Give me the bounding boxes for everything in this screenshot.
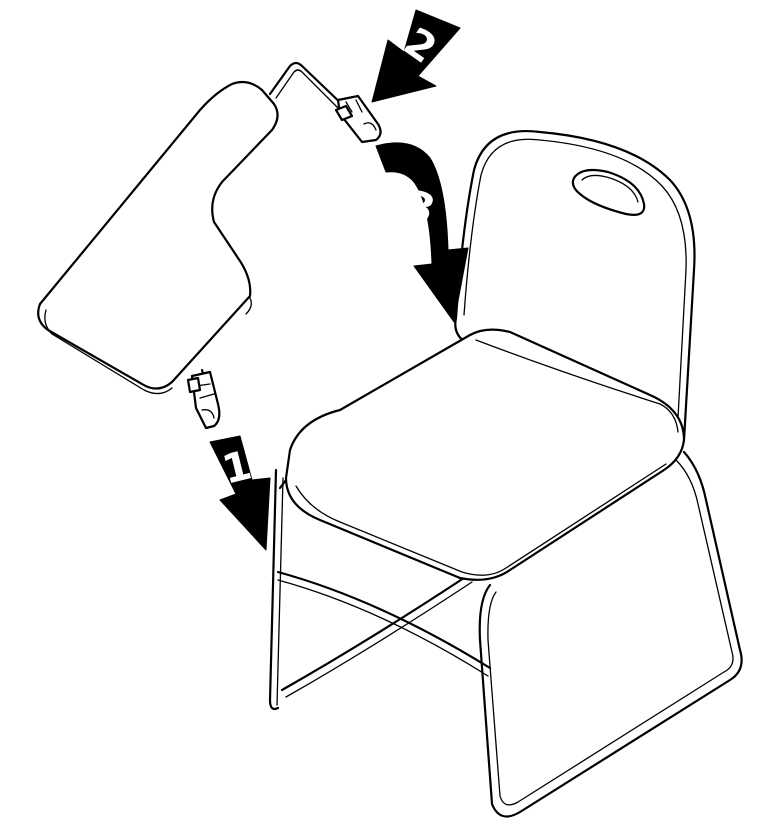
chair-cross-brace [278, 572, 490, 668]
step-2-arrow: 2 [372, 10, 460, 102]
step-1-label: 1 [218, 442, 256, 493]
tablet-writing-surface [38, 82, 277, 389]
tablet-arm [38, 63, 380, 428]
chair-rear-leg-left [270, 470, 278, 709]
upper-bracket-clamp [336, 96, 381, 142]
step-3-arrow: 3 [376, 143, 468, 322]
lower-bracket-clamp [188, 372, 219, 428]
tablet-mounting-rod [270, 63, 348, 110]
step-1-arrow: 1 [210, 436, 270, 550]
stacking-chair [270, 131, 742, 816]
chair-cross-brace-2 [282, 574, 470, 690]
